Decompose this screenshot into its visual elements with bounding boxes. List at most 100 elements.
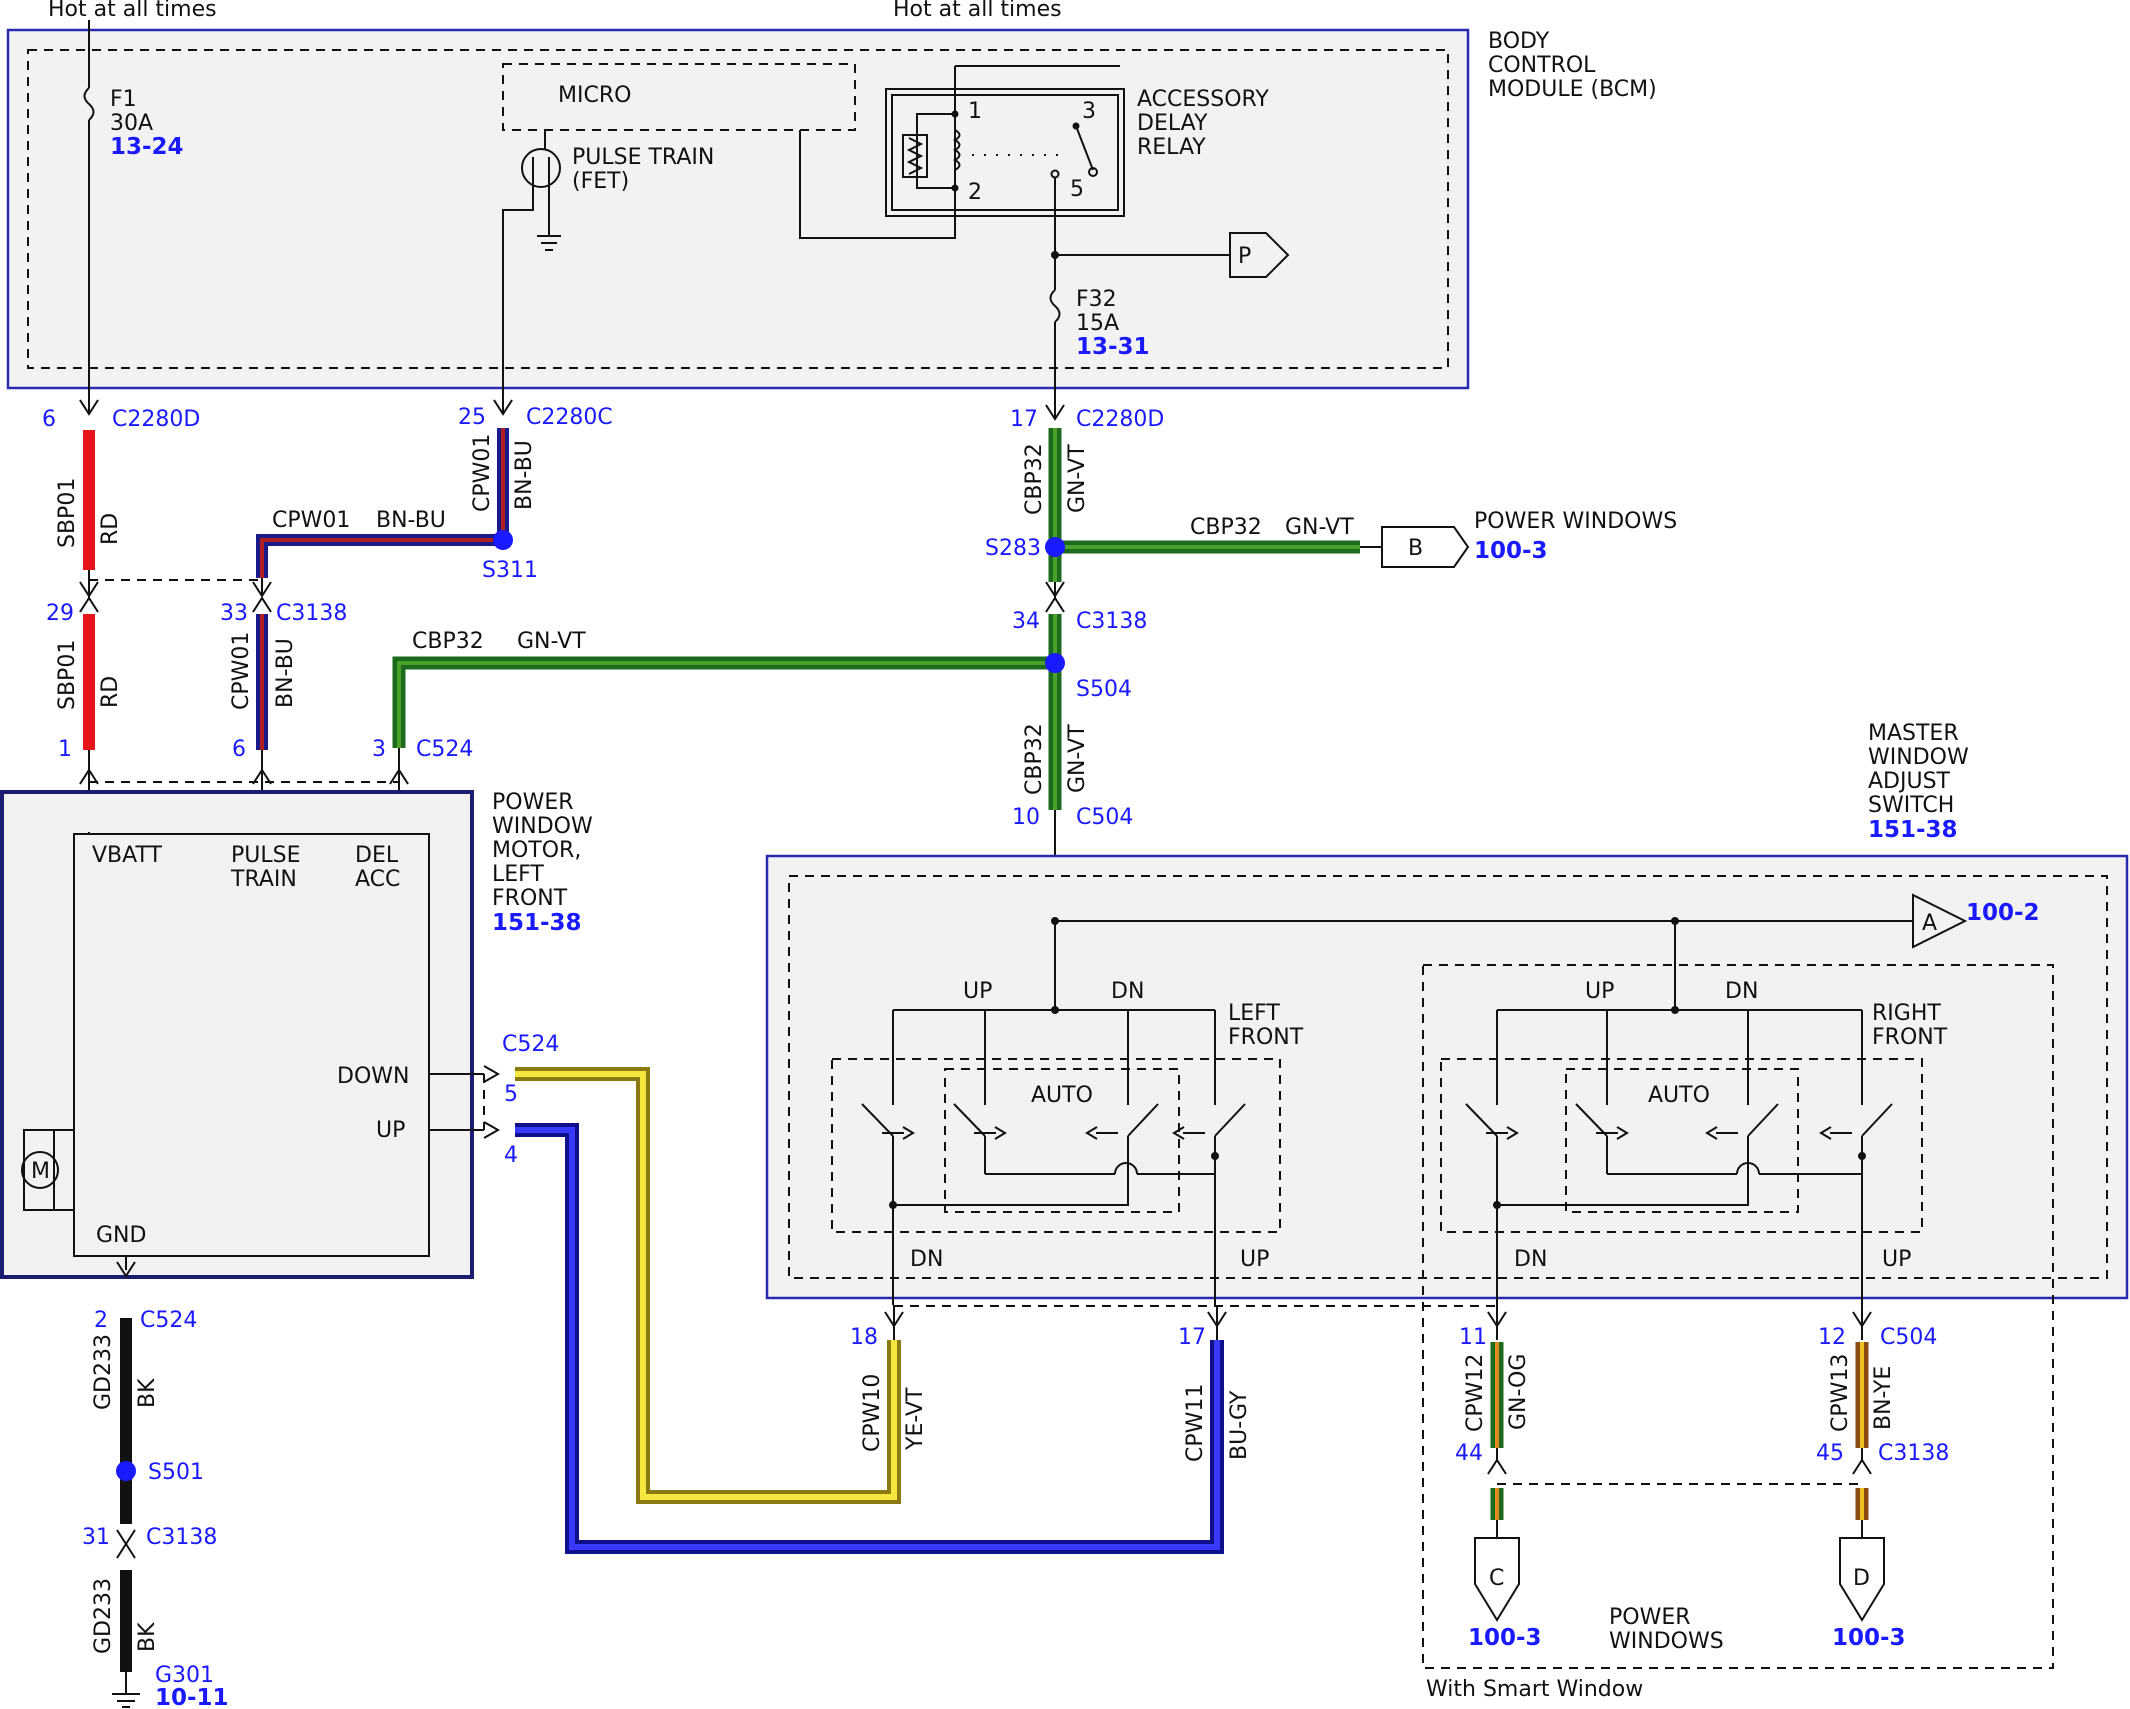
motor-pin-pulse-2: TRAIN <box>230 867 297 892</box>
motor-ref: 151-38 <box>492 910 582 936</box>
lf-label-2: FRONT <box>1228 1025 1304 1050</box>
cpw-conn-c504: C504 <box>1880 1325 1937 1350</box>
ground-g301-ref: 10-11 <box>155 1685 229 1709</box>
connector-a-ref: 100-2 <box>1966 900 2040 926</box>
cbp32-branch-circuit: CBP32 <box>1190 515 1262 540</box>
connector-d-label: D <box>1853 1566 1870 1591</box>
fuse-f32-rating: 15A <box>1076 311 1119 336</box>
cbp32-color-upper: GN-VT <box>1065 444 1090 513</box>
rf-label-1: RIGHT <box>1872 1001 1941 1026</box>
relay-box <box>885 88 1125 217</box>
switch-ref: 151-38 <box>1868 817 1958 843</box>
relay-pin-3: 3 <box>1082 99 1096 124</box>
motor-title-5: FRONT <box>492 886 568 911</box>
gd233-circuit-lower: GD233 <box>91 1578 116 1654</box>
gd233-color-upper: BK <box>135 1378 160 1408</box>
connector-c-icon <box>1474 1537 1520 1622</box>
cpw01-conn-c3138: C3138 <box>276 601 347 626</box>
sbp01-circuit-upper: SBP01 <box>55 478 80 548</box>
motor-title-4: LEFT <box>492 862 544 887</box>
cbp32-h-circuit: CBP32 <box>412 629 484 654</box>
fuse-f1-rating: 30A <box>110 111 153 136</box>
rf-switch-dn-icon <box>1465 1103 1519 1156</box>
cbp32-conn-c2280d: C2280D <box>1076 407 1164 432</box>
cbp32-conn-c524: C524 <box>416 737 473 762</box>
lf-up-top: UP <box>963 979 992 1004</box>
fuse-f32-icon <box>1049 289 1061 323</box>
gd233-color-lower: BK <box>135 1622 160 1652</box>
rf-dn-bottom: DN <box>1514 1247 1547 1272</box>
rf-up-bottom: UP <box>1882 1247 1911 1272</box>
cpw01-pin-6: 6 <box>232 737 246 762</box>
switch-title-1: MASTER <box>1868 721 1959 746</box>
fuse-f32-name: F32 <box>1076 287 1117 312</box>
fuse-f1-name: F1 <box>110 87 137 112</box>
pulse-train-line1: PULSE TRAIN <box>572 145 714 170</box>
switch-title-3: ADJUST <box>1868 769 1951 794</box>
wire-cpw10-yellow <box>515 1071 897 1500</box>
cbp32-pin-3: 3 <box>372 737 386 762</box>
ground-g301-icon <box>112 1693 140 1708</box>
cpw01-color-lower: BN-BU <box>273 638 298 708</box>
motor-pin-pulse-1: PULSE <box>231 843 301 868</box>
pulse-train-line2: (FET) <box>572 169 629 194</box>
cpw10-pin-18: 18 <box>850 1325 878 1350</box>
cpw12-pin-44: 44 <box>1455 1441 1483 1466</box>
switch-title-4: SWITCH <box>1868 793 1954 818</box>
wire-cbp32-horizontal <box>397 661 1055 748</box>
splice-s504 <box>1045 653 1065 673</box>
cpw01-pin-25: 25 <box>458 405 486 430</box>
cpw01-circuit-upper: CPW01 <box>470 434 495 512</box>
lf-label-1: LEFT <box>1228 1001 1280 1026</box>
cpw10-color: YE-VT <box>903 1387 928 1451</box>
bcm-title-2: CONTROL <box>1488 53 1596 78</box>
cbp32-branch-color: GN-VT <box>1285 515 1354 540</box>
sbp01-pin-6: 6 <box>42 407 56 432</box>
gd233-conn-c3138: C3138 <box>146 1525 217 1550</box>
splice-s501-label: S501 <box>148 1460 204 1485</box>
hot-label-left: Hot at all times <box>48 0 217 22</box>
cpw11-pin-17: 17 <box>1178 1325 1206 1350</box>
connector-d-ref: 100-3 <box>1832 1625 1906 1651</box>
lf-up-bottom: UP <box>1240 1247 1269 1272</box>
motor-box <box>0 790 474 1279</box>
gd233-pin-2: 2 <box>94 1308 108 1333</box>
p-connector-icon <box>1229 232 1290 278</box>
motor-pin-gnd: GND <box>96 1223 146 1248</box>
sbp01-pin-29: 29 <box>46 601 74 626</box>
motor-m-label: M <box>31 1159 50 1184</box>
relay-line1: ACCESSORY <box>1137 87 1269 112</box>
cpw01-color-upper: BN-BU <box>512 440 537 510</box>
cpw10-circuit: CPW10 <box>860 1374 885 1452</box>
cbp32-pin-34: 34 <box>1012 609 1040 634</box>
motor-title-2: WINDOW <box>492 814 593 839</box>
splice-s504-label: S504 <box>1076 677 1132 702</box>
relay-pin-5: 5 <box>1070 177 1084 202</box>
lf-auto: AUTO <box>1031 1083 1093 1108</box>
relay-line2: DELAY <box>1137 111 1208 136</box>
relay-coil-icon <box>902 134 928 178</box>
connector-d-icon <box>1839 1537 1885 1622</box>
fuse-f1-ref: 13-24 <box>110 134 184 160</box>
hot-label-center: Hot at all times <box>893 0 1062 22</box>
rf-switch-up-icon <box>1819 1103 1893 1222</box>
yellow-conn-c524: C524 <box>502 1032 559 1057</box>
fet-ground-icon <box>537 235 561 251</box>
motor-pin-up: UP <box>376 1118 405 1143</box>
connector-b-label: B <box>1408 536 1423 561</box>
connector-b-icon <box>1381 526 1470 568</box>
gd233-pin-31: 31 <box>82 1525 110 1550</box>
cbp32-pin-17: 17 <box>1010 407 1038 432</box>
cpw01-h-circuit: CPW01 <box>272 508 350 533</box>
rf-auto: AUTO <box>1648 1083 1710 1108</box>
lf-switch-up-icon <box>1172 1103 1246 1222</box>
cbp32-h-color: GN-VT <box>517 629 586 654</box>
wire-cpw11-blue <box>515 1127 1220 1550</box>
fuse-f32-ref: 13-31 <box>1076 334 1150 360</box>
smart-window-label-2: WINDOWS <box>1609 1629 1724 1654</box>
sbp01-color-lower: RD <box>98 676 123 708</box>
bcm-title-3: MODULE (BCM) <box>1488 77 1657 102</box>
splice-s311-label: S311 <box>482 558 538 583</box>
motor-pin-del-1: DEL <box>355 843 399 868</box>
